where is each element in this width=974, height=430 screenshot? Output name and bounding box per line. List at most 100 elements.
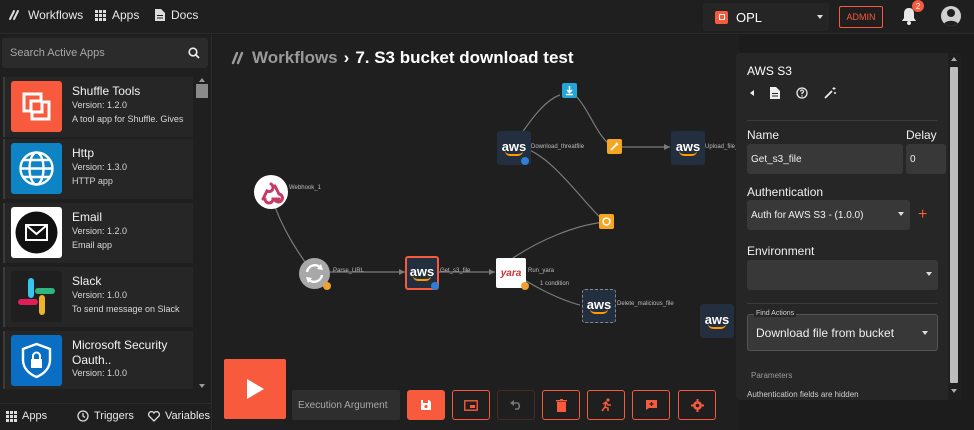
scroll-thumb[interactable] [196, 84, 208, 98]
status-dot [323, 282, 331, 290]
status-dot [521, 157, 529, 165]
gear-icon [690, 398, 704, 412]
download-node-label: Download_threatfile [531, 144, 585, 150]
upload-node-label: Upload_file_to_bucket [705, 144, 765, 150]
document-icon [155, 9, 165, 21]
apps-grid-icon [6, 410, 17, 422]
organization-select[interactable]: OPL [703, 3, 829, 31]
get-s3-node-label: Get_s3_file [440, 268, 471, 274]
list-item-slack[interactable]: Slack Version: 1.0.0 To send message on … [3, 267, 193, 327]
admin-button[interactable]: ADMIN [839, 6, 883, 28]
workflow-canvas[interactable] [213, 35, 739, 430]
list-item-email[interactable]: Email Version: 1.2.0 Email app [3, 203, 193, 263]
app-list-scrollbar[interactable] [196, 78, 208, 390]
yara-node-label: Run_yara [528, 268, 555, 274]
apps-sidebar: Search Active Apps Shuffle Tools Version… [0, 35, 212, 430]
webhook-node[interactable] [254, 175, 288, 209]
aws-download-node[interactable]: aws [497, 131, 531, 165]
run-workflow-button[interactable] [224, 359, 286, 419]
tab-apps[interactable]: Apps [6, 410, 47, 422]
settings-button[interactable] [678, 390, 716, 420]
aws-extra-node[interactable]: aws [700, 304, 734, 338]
delay-field[interactable]: 0 [906, 144, 946, 174]
add-authentication-icon[interactable]: + [918, 206, 928, 223]
loop-icon [602, 217, 611, 226]
panel-toolbar [750, 86, 837, 99]
app-name: Microsoft Security Oauth.. [72, 338, 168, 367]
aws-logo-text: aws [409, 264, 435, 279]
org-logo-icon [715, 10, 728, 24]
scroll-up-icon[interactable] [199, 78, 205, 82]
save-button[interactable] [407, 390, 445, 420]
scroll-up-icon[interactable] [951, 57, 957, 61]
tab-triggers-label: Triggers [94, 410, 134, 422]
app-description: To send message on Slack [72, 304, 180, 314]
list-item-http[interactable]: Http Version: 1.3.0 HTTP app [3, 139, 193, 199]
breadcrumb-root[interactable]: Workflows [252, 48, 338, 67]
nav-workflows[interactable]: Workflows [8, 8, 83, 22]
panel-scrollbar[interactable] [948, 53, 961, 400]
pencil-icon [610, 142, 619, 151]
search-active-apps[interactable]: Search Active Apps [2, 38, 208, 68]
app-name: Http [72, 146, 95, 160]
scroll-thumb[interactable] [950, 67, 958, 383]
aws-delete-node[interactable]: aws [582, 289, 616, 323]
scroll-down-icon[interactable] [199, 384, 205, 388]
notification-badge: 2 [912, 0, 924, 12]
document-icon[interactable] [770, 86, 780, 99]
merge-node[interactable] [599, 214, 614, 229]
aws-upload-node[interactable]: aws [671, 131, 705, 165]
scroll-down-icon[interactable] [951, 389, 957, 393]
nav-apps[interactable]: Apps [95, 8, 139, 22]
chevron-down-icon [817, 15, 823, 19]
find-actions-legend: Find Actions [754, 310, 797, 317]
add-comment-icon [645, 400, 657, 410]
nav-docs[interactable]: Docs [155, 8, 198, 22]
app-version: Version: 1.3.0 [72, 162, 128, 172]
undo-button[interactable] [497, 390, 535, 420]
magic-wand-icon[interactable] [824, 86, 837, 99]
trash-icon [555, 398, 567, 412]
webhook-icon [261, 182, 284, 205]
aws-logo-text: aws [675, 139, 701, 154]
download-node[interactable] [562, 83, 577, 98]
authentication-select[interactable]: Auth for AWS S3 - (1.0.0) [747, 200, 910, 230]
edit-node[interactable] [607, 139, 622, 154]
run-test-button[interactable] [587, 390, 625, 420]
status-dot [431, 282, 439, 290]
chevron-left-icon[interactable] [750, 89, 754, 96]
sidebar-footer-tabs: Apps Triggers Variables [0, 403, 212, 430]
execution-argument-input[interactable]: Execution Argument [292, 390, 400, 420]
breadcrumb: Workflows › 7. S3 bucket download test [230, 48, 574, 68]
user-avatar[interactable] [941, 6, 961, 26]
name-field[interactable]: Get_s3_file [747, 144, 903, 174]
search-icon[interactable] [188, 47, 200, 59]
tab-variables[interactable]: Variables [148, 410, 210, 422]
help-icon[interactable] [796, 86, 808, 99]
download-icon [566, 86, 573, 96]
find-actions-value: Download file from bucket [756, 326, 895, 340]
globe-icon [11, 143, 62, 194]
comment-button[interactable] [632, 390, 670, 420]
app-name: Slack [72, 274, 102, 288]
divider [747, 120, 937, 121]
clock-icon [77, 410, 89, 422]
tab-variables-label: Variables [165, 410, 211, 422]
nav-workflows-label: Workflows [28, 8, 84, 22]
list-item-shuffle-tools[interactable]: Shuffle Tools Version: 1.2.0 A tool app … [3, 77, 193, 137]
environment-select[interactable] [747, 260, 938, 290]
find-actions-select[interactable]: Download file from bucket [747, 314, 938, 351]
notification-bell-icon[interactable] [899, 6, 919, 26]
top-navigation-bar: Workflows Apps Docs OPL ADMIN 2 [0, 0, 974, 34]
preview-button[interactable] [452, 390, 490, 420]
aws-smile-icon [505, 151, 523, 156]
delete-button[interactable] [542, 390, 580, 420]
app-name: Shuffle Tools [72, 84, 141, 98]
list-item-microsoft-security[interactable]: Microsoft Security Oauth.. Version: 1.0.… [3, 331, 193, 389]
app-description: HTTP app [72, 176, 113, 186]
running-person-icon [601, 398, 611, 412]
app-version: Version: 1.0.0 [72, 290, 128, 300]
name-label: Name [747, 128, 780, 142]
tab-triggers[interactable]: Triggers [77, 410, 134, 422]
search-input[interactable]: Search Active Apps [10, 47, 105, 59]
